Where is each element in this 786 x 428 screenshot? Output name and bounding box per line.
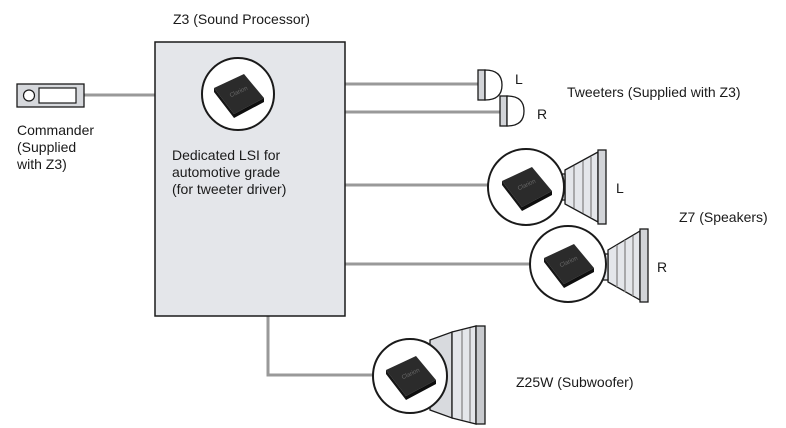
wire-subwoofer xyxy=(266,316,375,377)
lsi-description: Dedicated LSI for automotive grade (for … xyxy=(172,147,286,198)
tweeter-r-label: R xyxy=(537,106,548,122)
tweeter-right xyxy=(499,95,525,127)
commander-label: Commander (Supplied with Z3) xyxy=(17,122,94,173)
subwoofer-label: Z25W (Subwoofer) xyxy=(516,374,634,390)
wires xyxy=(84,82,530,377)
tweeter-left xyxy=(477,69,503,101)
commander-device xyxy=(16,83,85,108)
commander-line-1: Commander xyxy=(17,122,95,138)
lsi-line-2: automotive grade xyxy=(172,164,281,180)
subwoofer xyxy=(372,325,486,425)
lsi-chip xyxy=(201,57,275,131)
processor-title: Z3 (Sound Processor) xyxy=(173,11,310,27)
lsi-line-3: (for tweeter driver) xyxy=(172,181,287,197)
speaker-right xyxy=(529,225,649,303)
lsi-line-1: Dedicated LSI for xyxy=(172,147,281,163)
speaker-r-label: R xyxy=(657,259,668,275)
speakers-label: Z7 (Speakers) xyxy=(679,209,768,225)
commander-line-3: with Z3) xyxy=(17,156,67,172)
speaker-l-label: L xyxy=(616,180,624,196)
tweeters-label: Tweeters (Supplied with Z3) xyxy=(567,84,741,100)
commander-line-2: (Supplied xyxy=(17,139,77,155)
speaker-left xyxy=(487,148,607,226)
tweeter-l-label: L xyxy=(515,71,523,87)
